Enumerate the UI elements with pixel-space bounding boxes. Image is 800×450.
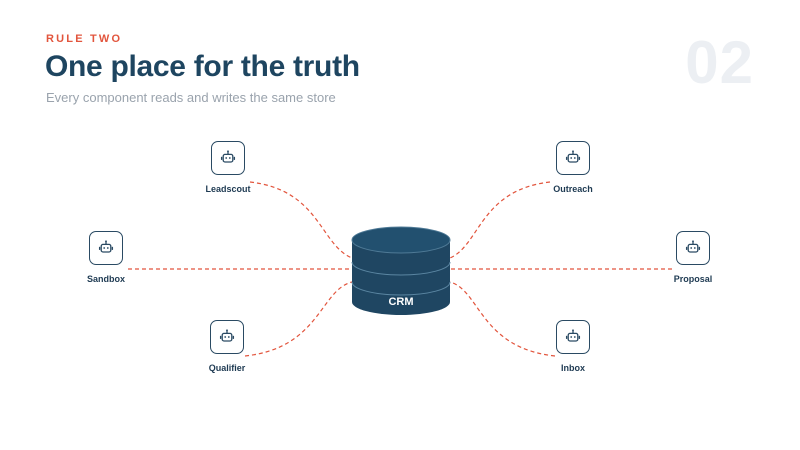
page-title: One place for the truth bbox=[45, 50, 360, 83]
connector-inbox bbox=[449, 281, 556, 357]
robot-icon bbox=[685, 240, 701, 253]
robot-icon bbox=[98, 240, 114, 253]
page-subtitle: Every component reads and writes the sam… bbox=[46, 90, 336, 105]
slide-number: 02 bbox=[685, 29, 754, 96]
node-qualifier-box bbox=[210, 320, 244, 354]
node-leadscout[interactable]: Leadscout bbox=[178, 141, 278, 194]
crm-label: CRM bbox=[388, 296, 414, 308]
node-sandbox[interactable]: Sandbox bbox=[56, 231, 156, 284]
node-inbox-label: Inbox bbox=[561, 363, 585, 373]
node-outreach-label: Outreach bbox=[553, 184, 593, 194]
node-proposal-box bbox=[676, 231, 710, 265]
connector-leadscout bbox=[249, 181, 353, 259]
node-leadscout-label: Leadscout bbox=[205, 184, 251, 194]
robot-icon bbox=[219, 329, 235, 342]
node-qualifier-label: Qualifier bbox=[208, 363, 246, 373]
robot-icon bbox=[565, 150, 581, 163]
connector-qualifier bbox=[244, 281, 353, 357]
connectors bbox=[128, 181, 672, 357]
node-qualifier[interactable]: Qualifier bbox=[177, 320, 277, 373]
node-inbox-box bbox=[556, 320, 590, 354]
node-outreach-box bbox=[556, 141, 590, 175]
robot-icon bbox=[220, 150, 236, 163]
robot-icon bbox=[565, 329, 581, 342]
node-inbox[interactable]: Inbox bbox=[523, 320, 623, 373]
eyebrow-label: RULE TWO bbox=[46, 33, 123, 45]
node-leadscout-box bbox=[211, 141, 245, 175]
node-sandbox-box bbox=[89, 231, 123, 265]
connector-outreach bbox=[449, 181, 551, 259]
node-outreach[interactable]: Outreach bbox=[523, 141, 623, 194]
node-proposal[interactable]: Proposal bbox=[643, 231, 743, 284]
node-sandbox-label: Sandbox bbox=[86, 274, 125, 284]
node-proposal-label: Proposal bbox=[673, 274, 713, 284]
database-icon bbox=[351, 226, 451, 315]
